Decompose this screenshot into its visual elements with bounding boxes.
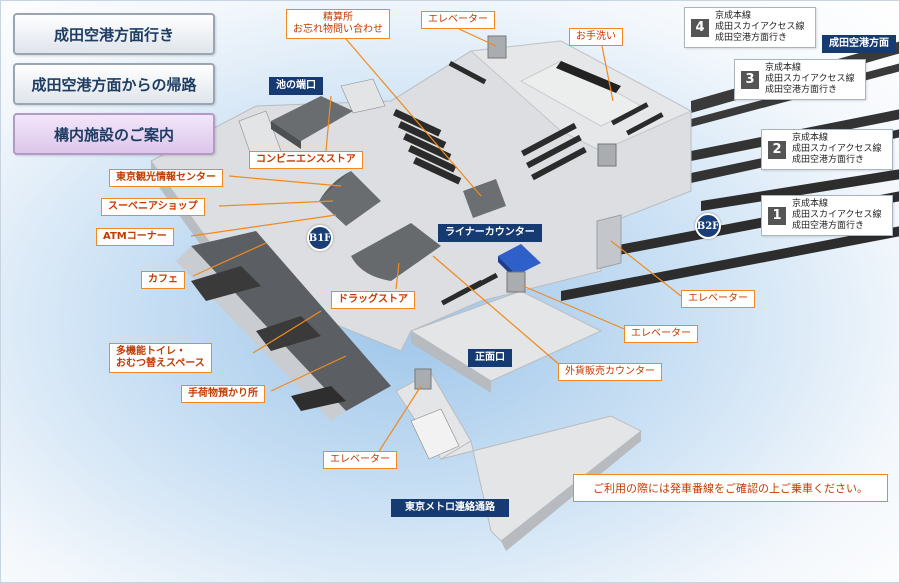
track-number: 3	[741, 70, 759, 89]
track-4-box: 4 京成本線 成田スカイアクセス線 成田空港方面行き	[684, 7, 816, 48]
liner-counter-label: ライナーカウンター	[438, 224, 542, 242]
baggage-label: 手荷物預かり所	[181, 385, 265, 403]
elevator-label-bottom: エレベーター	[323, 451, 397, 469]
track-line: 成田空港方面行き	[765, 85, 838, 95]
track-number: 4	[691, 18, 709, 37]
track-line: 成田空港方面行き	[715, 33, 788, 43]
toilet-label-line2: おむつ替えスペース	[116, 358, 205, 369]
menu-facilities-button[interactable]: 構内施設のご案内	[13, 113, 215, 155]
toilet-label: 多機能トイレ・ おむつ替えスペース	[109, 343, 212, 373]
menu-from-airport-button[interactable]: 成田空港方面からの帰路	[13, 63, 215, 105]
otearai-label: お手洗い	[569, 28, 623, 46]
tourism-center-label: 東京観光情報センター	[109, 169, 223, 187]
track-line: 成田空港方面行き	[792, 155, 865, 165]
atm-label: ATMコーナー	[96, 228, 174, 246]
menu-to-airport-button[interactable]: 成田空港方面行き	[13, 13, 215, 55]
track-number: 2	[768, 140, 786, 159]
track-line: 京成本線	[792, 199, 829, 209]
track-line: 成田スカイアクセス線	[792, 210, 882, 220]
convenience-label: コンビニエンスストア	[249, 151, 363, 169]
seisanjo-label-line2: お忘れ物問い合わせ	[293, 24, 383, 35]
track-line: 京成本線	[792, 133, 829, 143]
track-line: 成田スカイアクセス線	[792, 144, 882, 154]
boarding-notice: ご利用の際には発車番線をご確認の上ご乗車ください。	[573, 474, 888, 502]
main-gate-label: 正面口	[468, 349, 512, 367]
toilet-label-line1: 多機能トイレ・	[116, 346, 186, 357]
track-number: 1	[768, 206, 786, 225]
leader-lines	[190, 28, 682, 457]
track-line: 京成本線	[765, 63, 802, 73]
floor-b1f-badge: B1F	[307, 225, 333, 251]
escalators	[393, 60, 664, 185]
exchange-label: 外貨販売カウンター	[558, 363, 662, 381]
cafe-label: カフェ	[141, 271, 185, 289]
track-line: 京成本線	[715, 11, 752, 21]
track-lines: 京成本線 成田スカイアクセス線 成田空港方面行き	[792, 199, 882, 232]
elevator-label-top: エレベーター	[421, 11, 495, 29]
track-lines: 京成本線 成田スカイアクセス線 成田空港方面行き	[792, 133, 882, 166]
track-line: 成田スカイアクセス線	[715, 22, 805, 32]
track-line: 成田空港方面行き	[792, 221, 865, 231]
elevator-label-center: エレベーター	[624, 325, 698, 343]
airport-direction-label: 成田空港方面	[822, 35, 896, 53]
metro-passage-label: 東京メトロ連絡通路	[391, 499, 509, 517]
elevator-label-right: エレベーター	[681, 290, 755, 308]
ike-exit-label: 池の端口	[269, 77, 323, 95]
souvenir-label: スーベニアショップ	[101, 198, 205, 216]
floor-b2f-badge: B2F	[695, 213, 721, 239]
track-1-box: 1 京成本線 成田スカイアクセス線 成田空港方面行き	[761, 195, 893, 236]
liner-counter-box	[498, 244, 541, 275]
track-lines: 京成本線 成田スカイアクセス線 成田空港方面行き	[715, 11, 805, 44]
stairs-left	[238, 78, 386, 162]
track-line: 成田スカイアクセス線	[765, 74, 855, 84]
drugstore-label: ドラッグストア	[331, 291, 415, 309]
seisanjo-label: 精算所 お忘れ物問い合わせ	[286, 9, 390, 39]
seisanjo-label-line1: 精算所	[323, 12, 353, 23]
track-3-box: 3 京成本線 成田スカイアクセス線 成田空港方面行き	[734, 59, 866, 100]
track-lines: 京成本線 成田スカイアクセス線 成田空港方面行き	[765, 63, 855, 96]
track-2-box: 2 京成本線 成田スカイアクセス線 成田空港方面行き	[761, 129, 893, 170]
